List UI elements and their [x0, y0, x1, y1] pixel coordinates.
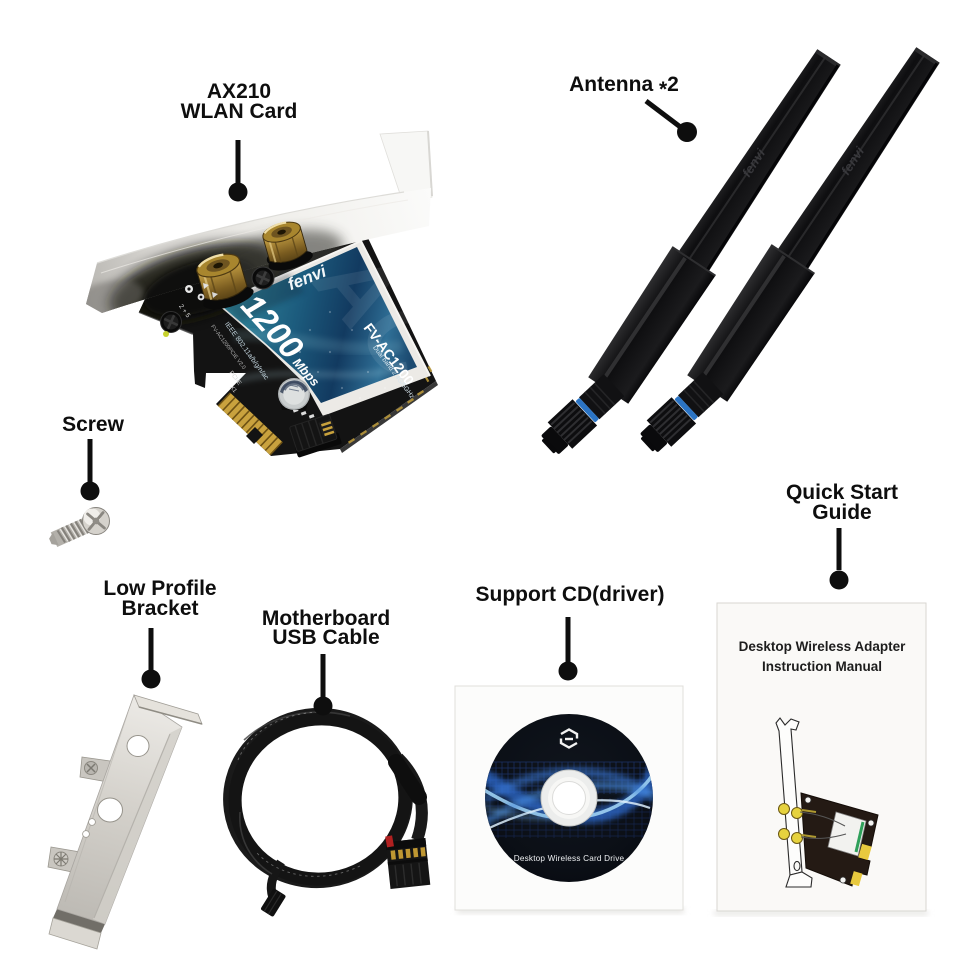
- svg-text:Support CD(driver): Support CD(driver): [476, 583, 665, 606]
- svg-text:Motherboard: Motherboard: [262, 607, 390, 630]
- svg-text:Instruction Manual: Instruction Manual: [762, 659, 882, 674]
- svg-text:Screw: Screw: [62, 413, 125, 436]
- svg-text:Low Profile: Low Profile: [103, 577, 216, 600]
- svg-text:Desktop Wireless Adapter: Desktop Wireless Adapter: [739, 639, 906, 654]
- svg-text:Quick Start: Quick Start: [786, 481, 898, 504]
- svg-text:Desktop Wireless Card Drive: Desktop Wireless Card Drive: [514, 854, 625, 863]
- svg-text:X1: X1: [228, 385, 238, 395]
- svg-text:Guide: Guide: [812, 501, 872, 524]
- svg-text:Bracket: Bracket: [121, 597, 198, 620]
- svg-text:USB Cable: USB Cable: [272, 626, 379, 649]
- svg-text:AX210: AX210: [207, 80, 271, 103]
- svg-text:WLAN Card: WLAN Card: [181, 100, 298, 123]
